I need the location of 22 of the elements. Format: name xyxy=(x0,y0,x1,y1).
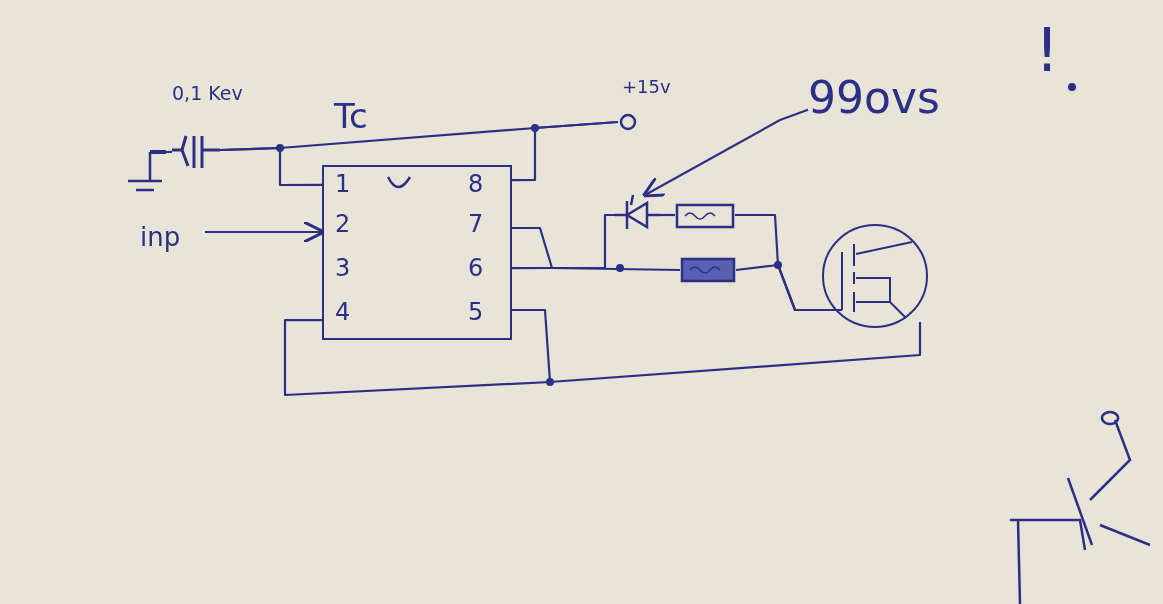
wire xyxy=(512,120,619,182)
pin-number: 8 xyxy=(468,172,484,196)
exclamation-mark: ! xyxy=(1035,20,1060,80)
wire xyxy=(512,213,615,270)
pointer-arrow xyxy=(641,108,809,198)
wire xyxy=(735,263,826,312)
pin-number: 7 xyxy=(468,212,484,236)
chip-name: Tc xyxy=(334,99,368,133)
pin-number: 4 xyxy=(335,300,351,324)
input-label: inp xyxy=(140,222,205,262)
wire xyxy=(660,213,675,217)
pin-number: 3 xyxy=(335,256,351,280)
pin-number: 2 xyxy=(335,212,351,236)
pin-number: 5 xyxy=(468,300,484,324)
wire xyxy=(283,308,922,397)
voltage-label: +15v xyxy=(622,78,671,96)
wire xyxy=(512,266,680,272)
pin-number: 6 xyxy=(468,256,484,280)
pin-number: 1 xyxy=(335,172,351,196)
note-text: 99ovs xyxy=(808,72,1018,132)
wire xyxy=(165,150,173,154)
value-label: 0,1 Kev xyxy=(172,84,243,103)
